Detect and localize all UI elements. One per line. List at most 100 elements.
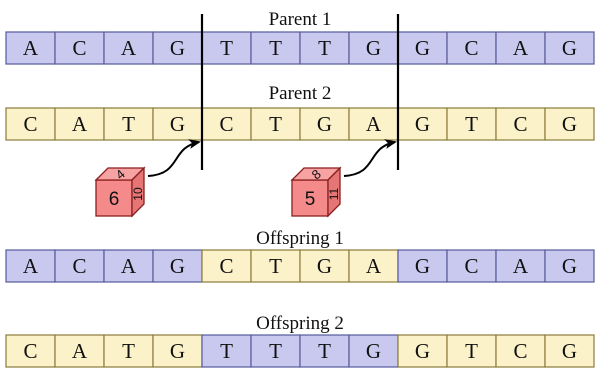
gene-base: C — [72, 36, 86, 60]
gene-cell — [446, 249, 497, 283]
gene-base: T — [122, 112, 135, 136]
parent-2-label: Parent 2 — [269, 83, 332, 104]
gene-cell — [54, 107, 105, 141]
gene-base: G — [170, 339, 185, 363]
gene-cell — [299, 107, 350, 141]
gene-base: G — [366, 36, 381, 60]
die-side-number: 10 — [131, 187, 145, 201]
gene-base: T — [220, 339, 233, 363]
gene-base: T — [269, 339, 282, 363]
gene-base: G — [562, 254, 577, 278]
gene-base: A — [366, 254, 382, 278]
gene-base: A — [72, 339, 88, 363]
die-side-face — [131, 166, 145, 218]
gene-base: C — [72, 254, 86, 278]
gene-base: G — [170, 254, 185, 278]
die-side-number: 11 — [327, 187, 341, 200]
gene-base: C — [464, 36, 478, 60]
gene-base: A — [72, 112, 88, 136]
gene-cell — [544, 31, 595, 65]
gene-base: C — [513, 112, 527, 136]
gene-base: C — [23, 112, 37, 136]
gene-base: T — [220, 36, 233, 60]
gene-cell — [201, 334, 252, 368]
gene-base: A — [23, 254, 39, 278]
gene-cell — [152, 334, 203, 368]
gene-cell — [348, 107, 399, 141]
parent-1-label: Parent 1 — [269, 9, 332, 30]
die-side-face — [327, 166, 341, 218]
gene-base: G — [415, 112, 430, 136]
die-front-number: 6 — [109, 189, 120, 210]
gene-base: C — [513, 339, 527, 363]
gene-cell — [152, 249, 203, 283]
gene-cell — [5, 107, 56, 141]
gene-base: G — [317, 112, 332, 136]
gene-base: A — [513, 36, 529, 60]
gene-cell — [495, 334, 546, 368]
gene-cell — [446, 107, 497, 141]
gene-cell — [54, 31, 105, 65]
gene-base: T — [465, 339, 478, 363]
die-front-number: 5 — [305, 189, 316, 210]
gene-cell — [495, 249, 546, 283]
gene-cell — [495, 107, 546, 141]
gene-base: G — [170, 36, 185, 60]
gene-base: G — [170, 112, 185, 136]
gene-base: G — [366, 339, 381, 363]
gene-base: T — [122, 339, 135, 363]
gene-base: C — [219, 254, 233, 278]
gene-cell — [446, 334, 497, 368]
parent-1-row: Parent 1 A C A G T T T G G C A G — [5, 9, 595, 65]
gene-base: A — [23, 36, 39, 60]
gene-cell — [348, 31, 399, 65]
offspring-2-row: Offspring 2 C A T G T T T G G T C G — [5, 313, 595, 368]
arrow-icon — [147, 139, 201, 177]
gene-base: G — [562, 36, 577, 60]
gene-cell — [397, 334, 448, 368]
gene-cell — [5, 249, 56, 283]
gene-base: A — [513, 254, 529, 278]
gene-cell — [54, 334, 105, 368]
offspring-2-label: Offspring 2 — [256, 313, 344, 334]
gene-cell — [544, 249, 595, 283]
gene-cell — [103, 249, 154, 283]
gene-base: A — [366, 112, 382, 136]
gene-base: G — [317, 254, 332, 278]
gene-base: T — [269, 36, 282, 60]
offspring-1-label: Offspring 1 — [256, 228, 344, 249]
gene-base: T — [318, 36, 331, 60]
arrow-icon — [343, 139, 397, 177]
gene-cell — [250, 334, 301, 368]
gene-base: C — [23, 339, 37, 363]
gene-base: G — [562, 112, 577, 136]
gene-cell — [299, 31, 350, 65]
gene-base: T — [465, 112, 478, 136]
gene-cell — [544, 107, 595, 141]
gene-cell — [5, 31, 56, 65]
gene-cell — [250, 31, 301, 65]
gene-base: C — [464, 254, 478, 278]
gene-base: G — [415, 36, 430, 60]
gene-base: A — [121, 36, 137, 60]
gene-base: T — [318, 339, 331, 363]
gene-base: T — [269, 254, 282, 278]
gene-cell — [5, 334, 56, 368]
gene-cell — [152, 107, 203, 141]
gene-base: G — [562, 339, 577, 363]
gene-base: C — [219, 112, 233, 136]
parent-2-row: Parent 2 C A T G C T G A G T C G — [5, 83, 595, 141]
gene-base: G — [415, 339, 430, 363]
gene-cell — [103, 31, 154, 65]
gene-base: T — [269, 112, 282, 136]
gene-base: A — [121, 254, 137, 278]
gene-cell — [299, 249, 350, 283]
gene-cell — [446, 31, 497, 65]
offspring-1-row: Offspring 1 A C A G C T G A G C A G — [5, 228, 595, 283]
gene-cell — [544, 334, 595, 368]
gene-cell — [201, 249, 252, 283]
gene-base: G — [415, 254, 430, 278]
